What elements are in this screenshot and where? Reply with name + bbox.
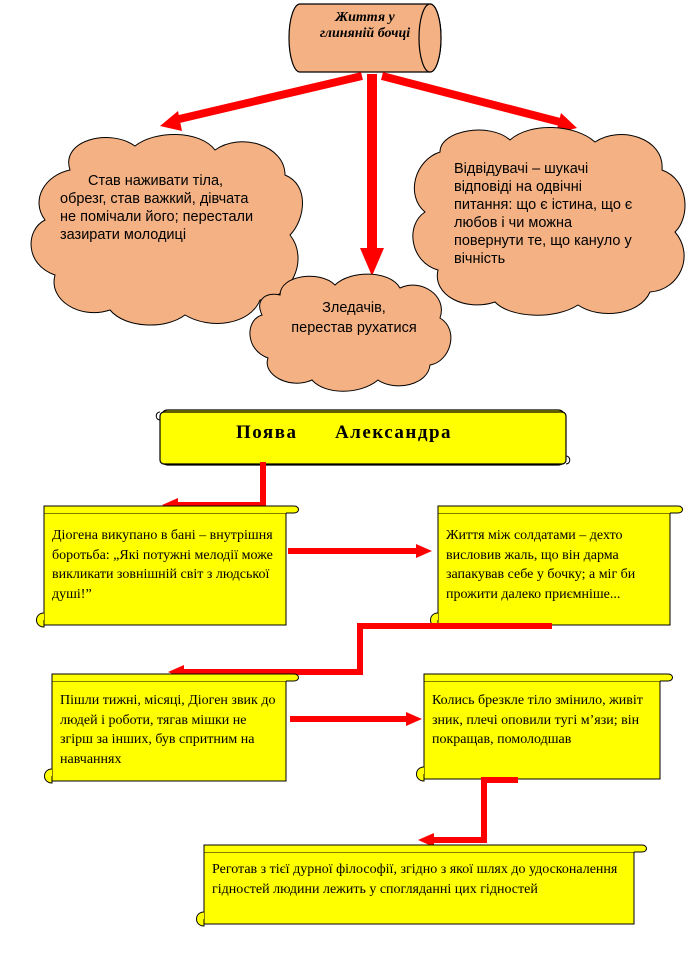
cloud-left-text: Став наживати тіла, обрезг, став важкий,… — [60, 173, 254, 243]
cloud-right — [412, 127, 686, 316]
scroll-1-text: Діогена викупано в бані – внутрішня боро… — [52, 528, 273, 602]
arrowhead-left-cloud — [160, 111, 182, 131]
scroll-5-shape — [196, 844, 647, 927]
connector-s4-s5 — [418, 777, 518, 847]
arrow-to-right-cloud — [380, 72, 562, 126]
banner-scroll — [155, 409, 571, 466]
cloud-middle-text: Зледачів, перестав рухатися — [291, 300, 417, 336]
scroll-4-shape — [416, 673, 673, 782]
scroll-2-shape — [430, 505, 683, 628]
scroll-3-shape — [44, 673, 299, 784]
arrow-s3-s4 — [290, 712, 422, 726]
scroll-3-text: Пішли тижні, місяці, Діоген звик до люде… — [60, 693, 276, 767]
arrows-top — [160, 72, 577, 276]
title-cylinder-text: Життя у глиняній бочці — [319, 10, 411, 41]
arrow-s1-s2 — [288, 544, 432, 558]
cloud-middle — [249, 273, 452, 392]
cloud-right-text: Відвідувачі – шукачі відповіді на одвічн… — [454, 161, 633, 267]
scroll-1-shape — [36, 505, 299, 628]
banner-text: Поява Александра — [236, 422, 453, 443]
title-cylinder — [288, 3, 442, 73]
scroll-2-text: Життя між солдатами – дехто висловив жал… — [446, 528, 636, 602]
arrowhead-middle-cloud — [360, 248, 384, 276]
connector-banner-s1 — [162, 462, 266, 512]
arrow-to-left-cloud — [174, 72, 363, 124]
connector-s2-s3 — [168, 623, 552, 679]
scroll-4-text: Колись брезкле тіло змінило, живіт зник,… — [432, 693, 643, 747]
scroll-5-text: Реготав з тієї дурної філософії, згідно … — [212, 862, 618, 897]
